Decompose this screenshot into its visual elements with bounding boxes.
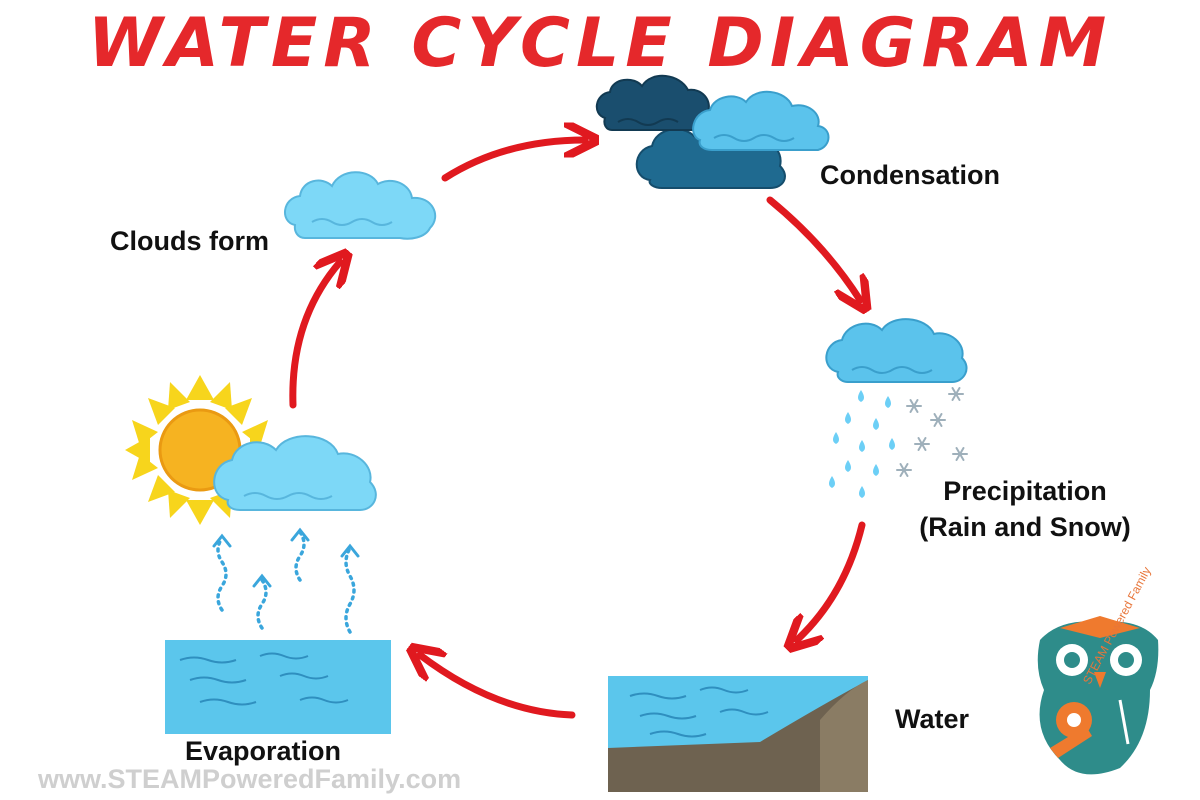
raindrops [829, 390, 895, 498]
cycle-arrows [289, 140, 866, 719]
arrow-precipitation-to-water [797, 521, 866, 640]
label-clouds-form: Clouds form [110, 226, 269, 256]
arrow-clouds-to-condensation [441, 140, 585, 182]
vapor-arrowheads [212, 527, 360, 588]
label-precipitation: Precipitation [943, 476, 1107, 506]
evaporation-water-body [165, 640, 391, 734]
diagram-title: WATER CYCLE DIAGRAM [87, 4, 1113, 83]
footer-website: www.STEAMPoweredFamily.com [38, 764, 462, 794]
label-precipitation-detail: (Rain and Snow) [919, 512, 1131, 542]
owl-logo [1037, 616, 1159, 775]
dark-cloud-icon [595, 74, 830, 189]
label-water: Water [895, 704, 970, 734]
label-condensation: Condensation [820, 160, 1000, 190]
rain-cloud-icon [825, 318, 968, 383]
label-evaporation: Evaporation [185, 736, 342, 766]
cloud-icon [284, 171, 437, 240]
arrow-evaporation-to-clouds [289, 262, 340, 409]
arrow-condensation-to-precipitation [766, 196, 860, 300]
evaporation-cloud-icon [213, 435, 377, 511]
vapor-arrows [216, 530, 356, 634]
arrow-water-to-evaporation [420, 655, 576, 719]
water-body-with-ground [608, 676, 868, 792]
snowflakes [896, 387, 968, 477]
